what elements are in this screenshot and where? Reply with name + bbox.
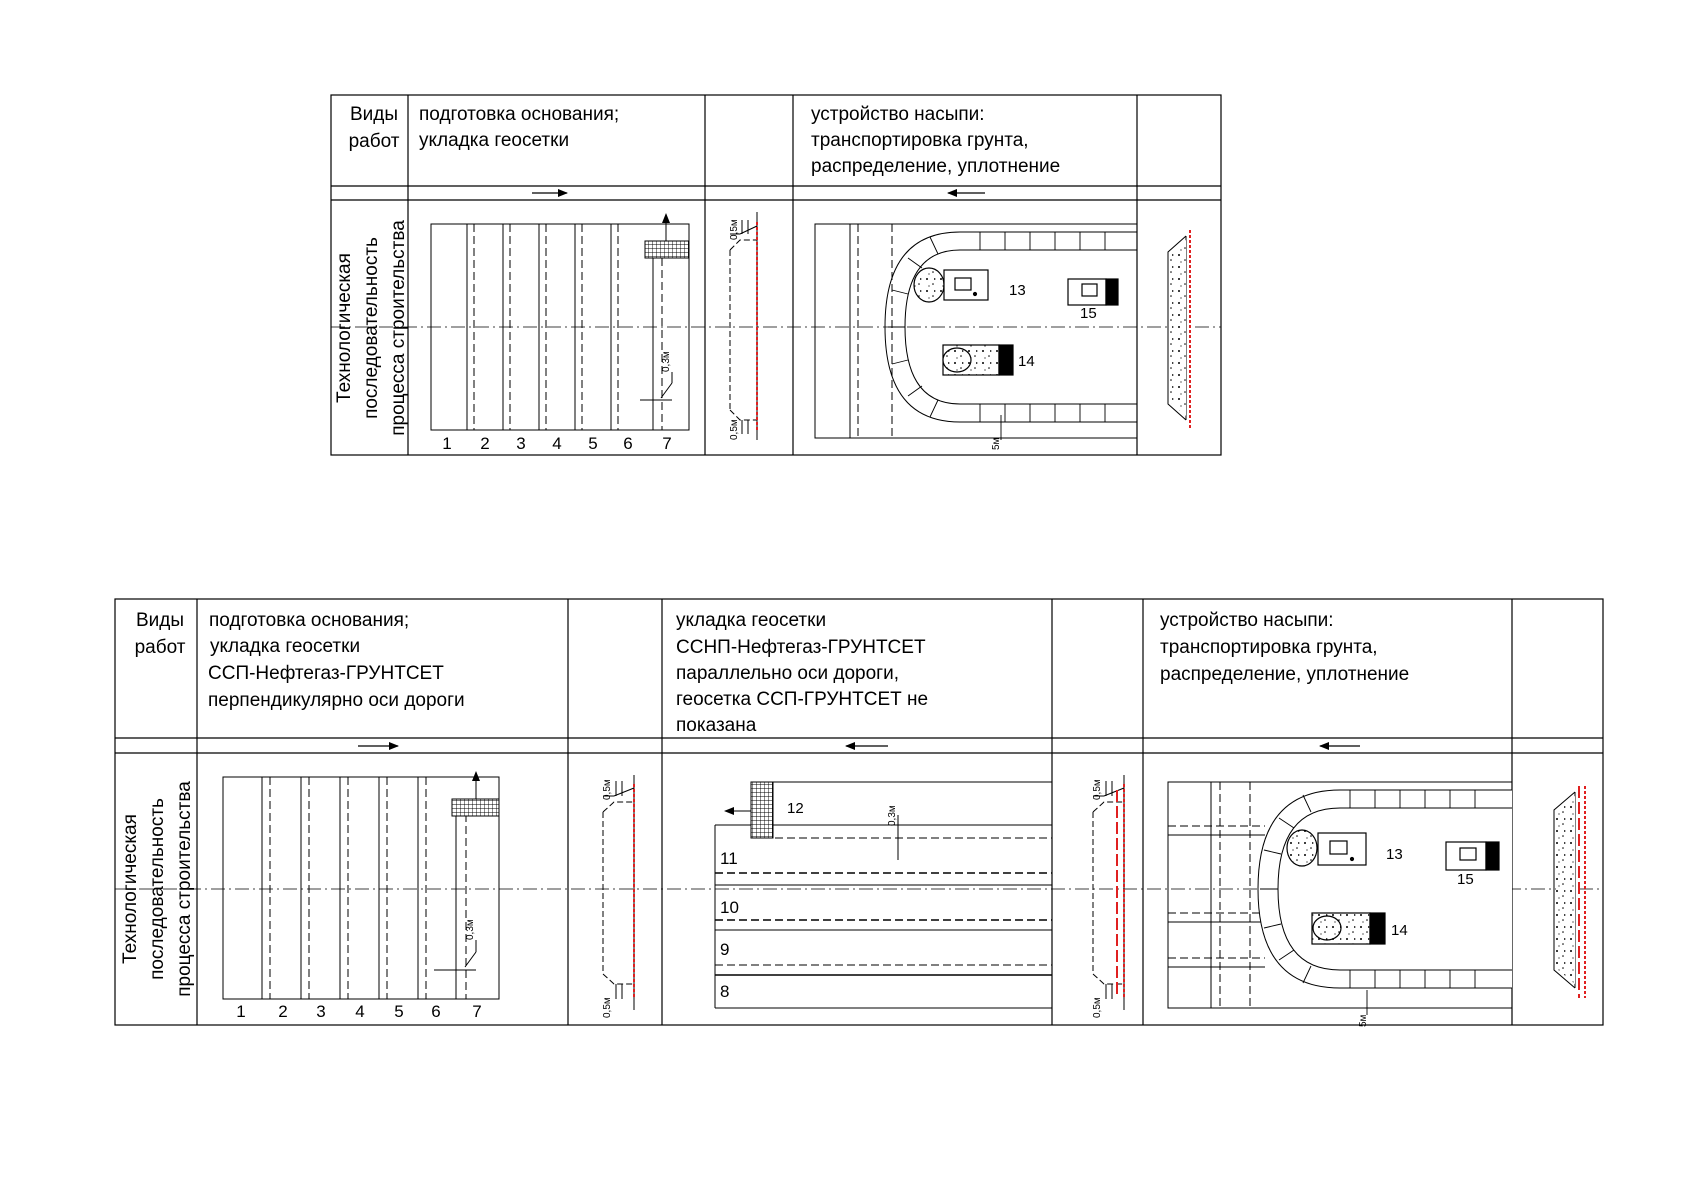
- strip-number: 7: [472, 1002, 481, 1021]
- strip-number: 2: [278, 1002, 287, 1021]
- bottom-col-3-line: укладка геосетки: [676, 610, 826, 631]
- bottom-col-5-line: транспортировка грунта,: [1160, 637, 1378, 658]
- machine-label-15: 15: [1080, 305, 1097, 322]
- bottom-col-3-line: ССНП-Нефтегаз-ГРУНТСЕТ: [676, 637, 926, 658]
- strip-number: 7: [662, 434, 671, 453]
- top-embankment-section: [1167, 230, 1191, 430]
- bottom-col-1-line: перпендикулярно оси дороги: [208, 690, 465, 711]
- top-col-3-line: распределение, уплотнение: [811, 156, 1060, 177]
- dim-0-3m: 0,3м: [465, 919, 476, 940]
- bottom-col-3-line: параллельно оси дороги,: [676, 663, 899, 684]
- top-cross-section: [729, 212, 758, 440]
- strip-number: 1: [236, 1002, 245, 1021]
- strip-number: 6: [623, 434, 632, 453]
- strip-number: 5: [394, 1002, 403, 1021]
- strip-number: 3: [516, 434, 525, 453]
- machine-label-13: 13: [1386, 846, 1403, 863]
- top-col-3-line: устройство насыпи:: [811, 104, 985, 125]
- bottom-header-label-line: работ: [135, 637, 186, 658]
- bottom-row-label-line: Технологическая: [120, 814, 141, 964]
- bottom-cross-section-2: [1092, 775, 1125, 1010]
- top-embankment-panel: [814, 223, 1138, 440]
- bottom-cross-section-1: [602, 775, 635, 1010]
- top-col-1-line: укладка геосетки: [419, 130, 569, 151]
- dim-5m: 5м: [991, 437, 1002, 450]
- top-col-3-title: устройство насыпи: транспортировка грунт…: [811, 104, 1060, 177]
- strip-number: 3: [316, 1002, 325, 1021]
- bottom-embankment-section: [1553, 786, 1586, 998]
- lane-numbers: 11 10 9 8: [720, 849, 739, 1001]
- top-row-label-line: последовательность: [361, 237, 382, 419]
- geogrid-roll: [644, 240, 690, 259]
- bottom-embankment-panel: [1167, 781, 1513, 1015]
- bottom-parallel-geogrid-panel: [714, 781, 1052, 1009]
- dozer-14-icon: [942, 344, 1014, 376]
- bottom-header-label-line: Виды: [136, 610, 184, 631]
- bottom-col-1-title: подготовка основания; укладка геосетки С…: [208, 610, 465, 711]
- strip-number: 4: [355, 1002, 364, 1021]
- truck-13-icon: [1286, 829, 1367, 867]
- top-header-label: Виды работ: [349, 104, 400, 152]
- truck-13-icon: [913, 267, 989, 303]
- machine-label-14: 14: [1018, 353, 1035, 370]
- top-col-1-line: подготовка основания;: [419, 104, 619, 125]
- dozer-14-icon: [1311, 912, 1386, 945]
- top-table-frame: [330, 94, 1222, 456]
- dim-0-5m: 0,5м: [729, 419, 740, 440]
- dim-0-5m: 0,5м: [729, 219, 740, 240]
- bottom-col-3-line: геосетка ССП-ГРУНТСЕТ не: [676, 689, 928, 710]
- bottom-strip-numbers: 1 2 3 4 5 6 7: [236, 1002, 481, 1021]
- bottom-strips-panel: [222, 771, 500, 1000]
- machine-label-13: 13: [1009, 282, 1026, 299]
- bottom-col-5-line: устройство насыпи:: [1160, 610, 1334, 631]
- strip-number: 2: [480, 434, 489, 453]
- roller-15-icon: [1067, 278, 1119, 306]
- bottom-col-1-line: ССП-Нефтегаз-ГРУНТСЕТ: [208, 663, 444, 684]
- geogrid-roll: [451, 798, 500, 817]
- dim-0-5m: 0,5м: [1092, 997, 1103, 1018]
- top-col-3-line: транспортировка грунта,: [811, 130, 1029, 151]
- bottom-col-5-title: устройство насыпи: транспортировка грунт…: [1160, 610, 1409, 685]
- dim-0-3m: 0,3м: [887, 805, 898, 826]
- bottom-row-label-line: процесса строительства: [174, 781, 195, 997]
- top-row-label: Технологическая последовательность проце…: [334, 220, 409, 436]
- dim-0-3m: 0,3м: [661, 351, 672, 372]
- dim-0-5m: 0,5м: [1092, 779, 1103, 800]
- strip-number: 5: [588, 434, 597, 453]
- lane-number: 9: [720, 940, 729, 959]
- dim-5m: 5м: [1358, 1014, 1369, 1027]
- bottom-col-3-title: укладка геосетки ССНП-Нефтегаз-ГРУНТСЕТ …: [676, 610, 928, 736]
- bottom-table-frame: [114, 598, 1604, 1026]
- bottom-col-5-line: распределение, уплотнение: [1160, 664, 1409, 685]
- top-header-label-line: Виды: [350, 104, 398, 125]
- top-col-1-title: подготовка основания; укладка геосетки: [419, 104, 619, 151]
- top-row-label-line: процесса строительства: [388, 220, 409, 436]
- bottom-col-1-line: подготовка основания;: [209, 610, 409, 631]
- bottom-header-label: Виды работ: [135, 610, 186, 658]
- top-header-label-line: работ: [349, 131, 400, 152]
- lane-number: 11: [720, 849, 738, 868]
- bottom-col-3-line: показана: [676, 715, 757, 736]
- strip-number: 1: [442, 434, 451, 453]
- top-strips-panel: [430, 213, 690, 431]
- roller-15-icon: [1445, 841, 1500, 871]
- strip-number: 6: [431, 1002, 440, 1021]
- dim-0-5m: 0,5м: [602, 779, 613, 800]
- bottom-col-1-line: укладка геосетки: [210, 636, 360, 657]
- top-row-label-line: Технологическая: [334, 253, 355, 403]
- lane-number: 10: [720, 898, 739, 917]
- machine-label-14: 14: [1391, 922, 1408, 939]
- strip-number: 4: [552, 434, 561, 453]
- lane-number: 8: [720, 982, 729, 1001]
- roll-label-12: 12: [787, 800, 804, 817]
- dim-0-5m: 0,5м: [602, 997, 613, 1018]
- geogrid-roll: [750, 781, 774, 839]
- machine-label-15: 15: [1457, 871, 1474, 888]
- top-table: [330, 94, 1222, 456]
- top-strip-numbers: 1 2 3 4 5 6 7: [442, 434, 671, 453]
